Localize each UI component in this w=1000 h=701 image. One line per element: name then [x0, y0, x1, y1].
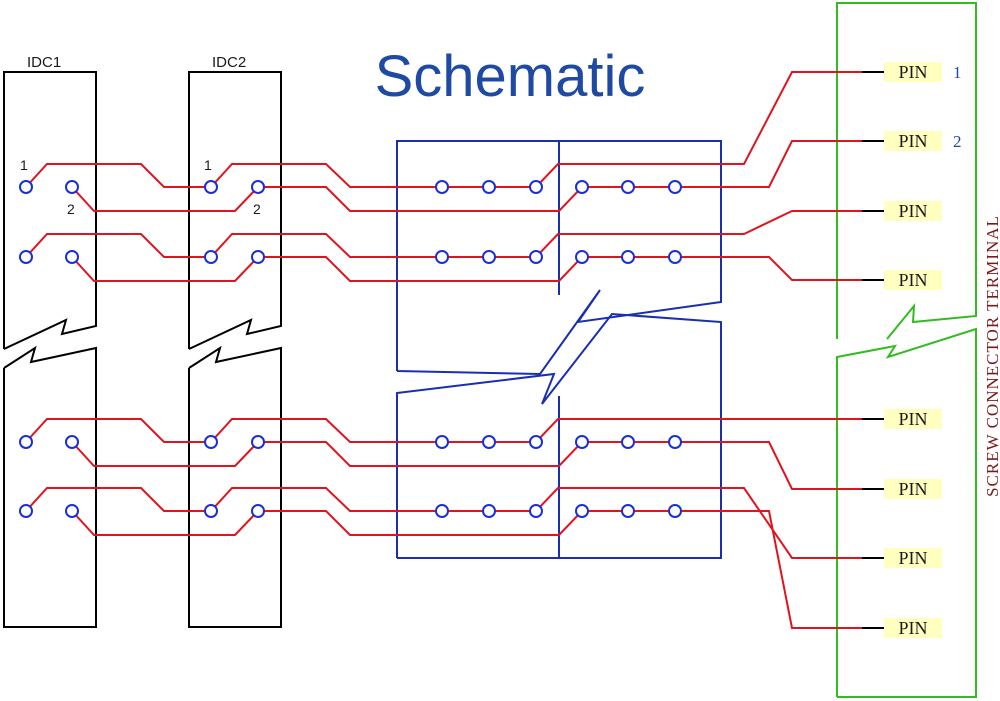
idc2-pin1-marker: 1	[204, 157, 212, 173]
pad-row-2-block-6	[668, 250, 682, 264]
pad-row-1-idc-4	[251, 180, 265, 194]
pad-row-2-block-3	[529, 250, 543, 264]
pad-row-3-idc-1	[19, 435, 33, 449]
terminal-pin-label: PIN	[898, 479, 927, 499]
pad-row-4-idc-2	[65, 504, 79, 518]
terminal-pin-box	[884, 131, 942, 151]
pad-row-3-block-1	[435, 435, 449, 449]
pad-row-2-idc-2	[65, 250, 79, 264]
pad-block	[396, 140, 722, 559]
screw-terminal-block	[836, 2, 977, 698]
pad-row-1-block-3	[529, 180, 543, 194]
terminal-pin-6: PIN	[862, 479, 942, 499]
diagram-title: Schematic	[375, 44, 646, 109]
wire-row-2-odd	[25, 210, 862, 258]
terminal-pin-label: PIN	[898, 131, 927, 151]
terminal-pin-label: PIN	[898, 62, 927, 82]
idc1-pin1-marker: 1	[20, 157, 28, 173]
terminal-pin-5: PIN	[862, 409, 942, 429]
terminal-pin-label: PIN	[898, 409, 927, 429]
terminal-pin-box	[884, 201, 942, 221]
pad-row-2-block-2	[482, 250, 496, 264]
pad-row-1-idc-2	[65, 180, 79, 194]
pad-row-3-idc-4	[251, 435, 265, 449]
terminal-pin-7: PIN	[862, 548, 942, 568]
idc2-connector	[188, 71, 282, 628]
idc1-pin2-marker: 2	[67, 201, 75, 217]
pad-row-1-idc-3	[204, 180, 218, 194]
terminal-pin-box	[884, 479, 942, 499]
terminal-pin-box	[884, 270, 942, 290]
terminal-pin-box	[884, 548, 942, 568]
terminal-pin-4: PIN	[862, 270, 942, 290]
pad-row-2-block-4	[575, 250, 589, 264]
pad-row-4-block-3	[529, 504, 543, 518]
terminal-pin-label: PIN	[898, 201, 927, 221]
terminal-pin-1: PIN 1	[862, 62, 962, 82]
pad-row-4-block-1	[435, 504, 449, 518]
pad-row-4-block-4	[575, 504, 589, 518]
pad-row-2-block-5	[621, 250, 635, 264]
pad-row-1-block-1	[435, 180, 449, 194]
pad-row-1-block-5	[621, 180, 635, 194]
wire-row-3-even	[71, 441, 862, 490]
screw-terminal-label: SCREW CONNECTOR TERMINAL	[983, 215, 1000, 497]
pad-row-3-block-2	[482, 435, 496, 449]
terminal-pin-index: 2	[953, 132, 962, 151]
terminal-pin-3: PIN	[862, 201, 942, 221]
pad-row-4-idc-4	[251, 504, 265, 518]
terminal-pin-label: PIN	[898, 270, 927, 290]
wire-row-4-even	[71, 510, 862, 629]
wire-row-2-even	[71, 256, 862, 282]
pad-row-3-idc-3	[204, 435, 218, 449]
pad-row-3-block-3	[529, 435, 543, 449]
wire-row-1-even	[71, 140, 862, 212]
terminal-pin-label: PIN	[898, 548, 927, 568]
wire-row-3-odd	[25, 418, 862, 443]
pad-row-2-block-1	[435, 250, 449, 264]
pad-group	[19, 180, 682, 518]
terminal-pin-box	[884, 618, 942, 638]
pad-row-4-idc-1	[19, 504, 33, 518]
wire-row-4-odd	[25, 487, 862, 559]
wire-group	[25, 71, 862, 629]
pad-row-4-block-6	[668, 504, 682, 518]
pad-row-2-idc-1	[19, 250, 33, 264]
pad-row-3-block-6	[668, 435, 682, 449]
idc1-label: IDC1	[27, 54, 61, 71]
terminal-pin-index: 1	[953, 63, 962, 82]
pad-row-4-block-5	[621, 504, 635, 518]
terminal-pin-8: PIN	[862, 618, 942, 638]
idc2-pin2-marker: 2	[253, 201, 261, 217]
pad-row-1-idc-1	[19, 180, 33, 194]
pad-row-3-idc-2	[65, 435, 79, 449]
pad-row-1-block-6	[668, 180, 682, 194]
terminal-pin-box	[884, 409, 942, 429]
idc1-connector	[3, 71, 97, 628]
pad-row-1-block-4	[575, 180, 589, 194]
pad-row-3-block-4	[575, 435, 589, 449]
pad-row-4-idc-3	[204, 504, 218, 518]
pad-row-1-block-2	[482, 180, 496, 194]
terminal-pin-label: PIN	[898, 618, 927, 638]
pad-row-2-idc-4	[251, 250, 265, 264]
terminal-pin-box	[884, 62, 942, 82]
idc2-label: IDC2	[212, 54, 246, 71]
wire-row-1-odd	[25, 71, 862, 188]
pad-row-2-idc-3	[204, 250, 218, 264]
pad-row-4-block-2	[482, 504, 496, 518]
pad-row-3-block-5	[621, 435, 635, 449]
terminal-pin-2: PIN 2	[862, 131, 962, 151]
